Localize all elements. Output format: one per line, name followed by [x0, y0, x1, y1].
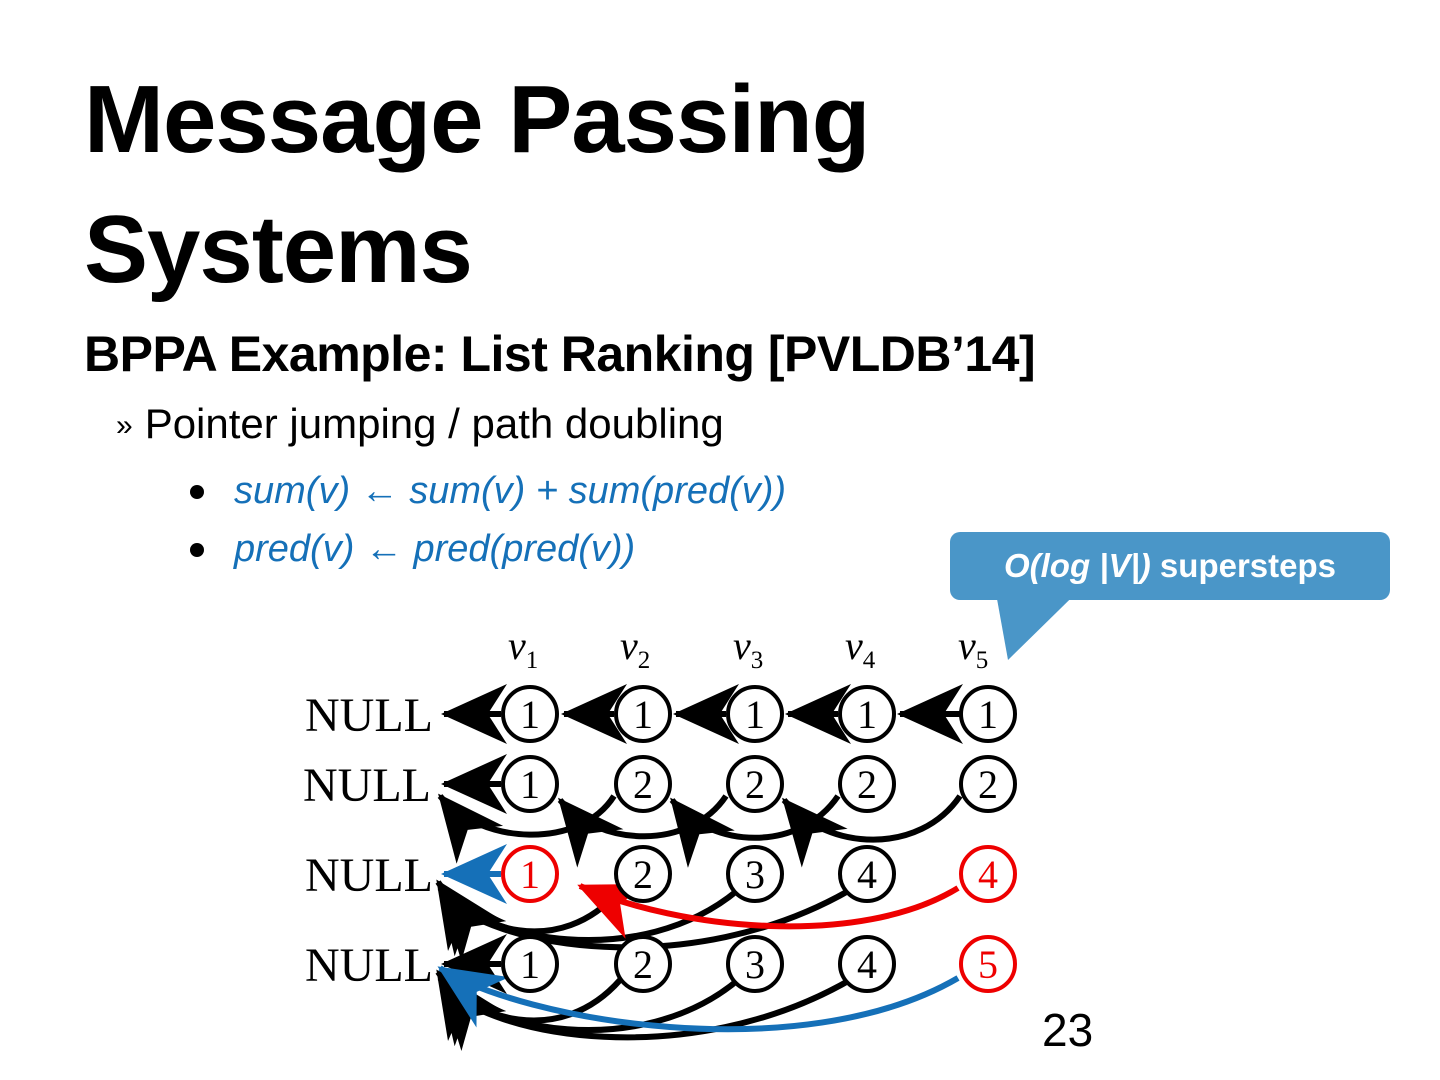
node-row2-v3[interactable]: 2 — [726, 755, 784, 813]
node-row2-v4[interactable]: 2 — [838, 755, 896, 813]
bullet-dot-icon — [190, 485, 204, 499]
node-row1-v5[interactable]: 1 — [959, 685, 1017, 743]
bullet-dot-icon — [190, 543, 204, 557]
node-row1-v1[interactable]: 1 — [501, 685, 559, 743]
node-row2-v5[interactable]: 2 — [959, 755, 1017, 813]
null-label-row-2: NULL — [303, 759, 431, 812]
node-row2-v1[interactable]: 1 — [501, 755, 559, 813]
bullet-level2-sum-label: sum(v) ← sum(v) + sum(pred(v)) — [234, 470, 787, 512]
vertex-label-v1: v1 — [508, 623, 539, 674]
page-subtitle: BPPA Example: List Ranking [PVLDB’14] — [84, 326, 1036, 382]
null-label-row-4: NULL — [305, 939, 433, 992]
vertex-label-v2: v2 — [620, 623, 651, 674]
node-row4-v5[interactable]: 5 — [959, 935, 1017, 993]
callout-suffix: supersteps — [1150, 547, 1337, 584]
node-row3-v3[interactable]: 3 — [726, 845, 784, 903]
bullet-marker-icon: » — [116, 409, 133, 442]
null-label-row-1: NULL — [305, 689, 433, 742]
callout-box: O(log |V|) supersteps — [950, 532, 1390, 600]
vertex-label-v3: v3 — [733, 623, 764, 674]
node-row1-v3[interactable]: 1 — [726, 685, 784, 743]
node-row1-v4[interactable]: 1 — [838, 685, 896, 743]
diagram-edges — [435, 684, 963, 1051]
node-row4-v4[interactable]: 4 — [838, 935, 896, 993]
callout-label: O(log |V|) supersteps — [1004, 547, 1336, 585]
vertex-label-v5: v5 — [958, 623, 989, 674]
node-row4-v2[interactable]: 2 — [614, 935, 672, 993]
page-number: 23 — [1042, 1004, 1094, 1056]
node-row3-v5[interactable]: 4 — [959, 845, 1017, 903]
null-label-row-3: NULL — [305, 849, 433, 902]
node-row3-v1[interactable]: 1 — [501, 845, 559, 903]
bullet-level1-label: Pointer jumping / path doubling — [144, 400, 724, 447]
bullet-level2-pred-label: pred(v) ← pred(pred(v)) — [234, 528, 636, 570]
node-row3-v2[interactable]: 2 — [614, 845, 672, 903]
bullet-level2-pred: pred(v) ← pred(pred(v)) — [190, 528, 635, 571]
node-row1-v2[interactable]: 1 — [614, 685, 672, 743]
list-ranking-diagram: v1 v2 v3 v4 v5 NULL NULL NULL NULL 1 1 1… — [0, 600, 1440, 1070]
node-row3-v4[interactable]: 4 — [838, 845, 896, 903]
vertex-label-v4: v4 — [845, 623, 876, 674]
node-row4-v1[interactable]: 1 — [501, 935, 559, 993]
bullet-level2-sum: sum(v) ← sum(v) + sum(pred(v)) — [190, 470, 786, 513]
page-title-line-2: Systems — [84, 196, 473, 303]
node-row4-v3[interactable]: 3 — [726, 935, 784, 993]
callout-complexity: O(log |V|) — [1003, 547, 1151, 584]
node-row2-v2[interactable]: 2 — [614, 755, 672, 813]
bullet-level1: » Pointer jumping / path doubling — [116, 400, 724, 448]
page-title-line-1: Message Passing — [84, 66, 870, 173]
